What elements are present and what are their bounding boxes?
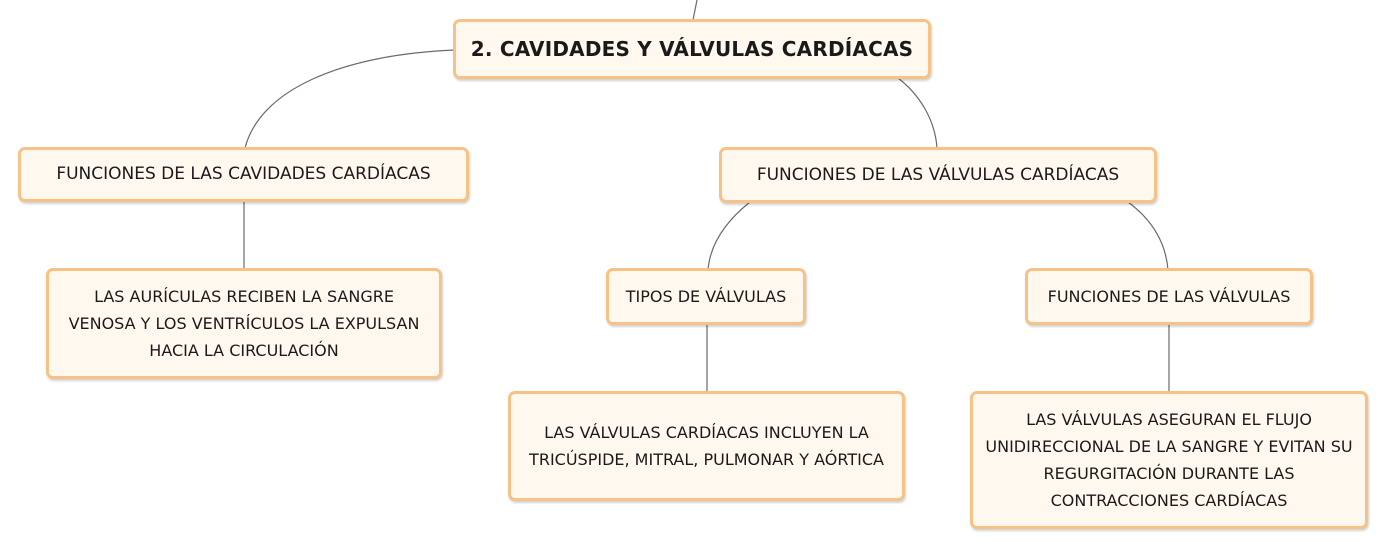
node-funciones-valvulas-label: FUNCIONES DE LAS VÁLVULAS: [1047, 287, 1291, 306]
connector-root-to-cavidades: [244, 49, 456, 149]
node-tipos-detail[interactable]: LAS VÁLVULAS CARDÍACAS INCLUYEN LA TRICÚ…: [508, 391, 905, 501]
node-funciones-valvulas[interactable]: FUNCIONES DE LAS VÁLVULAS: [1025, 268, 1313, 325]
node-cavidades-detail[interactable]: LAS AURÍCULAS RECIBEN LA SANGRE VENOSA Y…: [46, 268, 442, 379]
node-root[interactable]: 2. CAVIDADES Y VÁLVULAS CARDÍACAS: [453, 19, 931, 79]
node-tipos-valvulas-label: TIPOS DE VÁLVULAS: [625, 287, 787, 306]
connector-parent: [692, 0, 698, 21]
node-tipos-detail-text: LAS VÁLVULAS CARDÍACAS INCLUYEN LA TRICÚ…: [529, 423, 884, 469]
connector-root-to-valvulas: [897, 77, 938, 149]
connector-valvulas-to-funciones: [1127, 201, 1169, 271]
node-funciones-detail[interactable]: LAS VÁLVULAS ASEGURAN EL FLUJO UNIDIRECC…: [970, 391, 1368, 529]
node-cavidades-detail-text: LAS AURÍCULAS RECIBEN LA SANGRE VENOSA Y…: [68, 287, 420, 360]
node-funciones-cavidades[interactable]: FUNCIONES DE LAS CAVIDADES CARDÍACAS: [18, 147, 469, 202]
node-funciones-cavidades-label: FUNCIONES DE LAS CAVIDADES CARDÍACAS: [56, 164, 431, 184]
node-funciones-valvulas-cardiacas-label: FUNCIONES DE LAS VÁLVULAS CARDÍACAS: [756, 164, 1120, 185]
connector-valvulas-to-tipos: [707, 201, 751, 271]
node-tipos-valvulas[interactable]: TIPOS DE VÁLVULAS: [606, 268, 806, 325]
node-funciones-valvulas-cardiacas[interactable]: FUNCIONES DE LAS VÁLVULAS CARDÍACAS: [719, 147, 1157, 203]
node-funciones-detail-text: LAS VÁLVULAS ASEGURAN EL FLUJO UNIDIRECC…: [985, 410, 1353, 510]
node-root-label: 2. CAVIDADES Y VÁLVULAS CARDÍACAS: [470, 36, 914, 61]
